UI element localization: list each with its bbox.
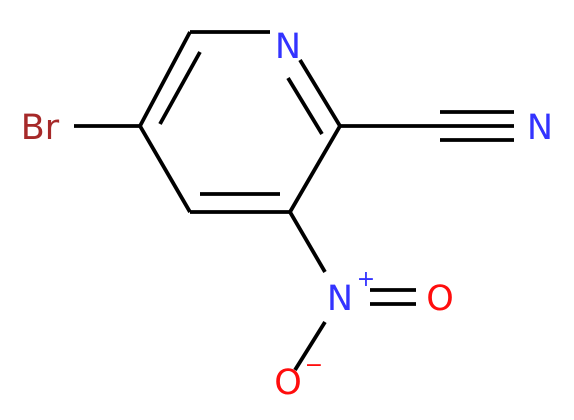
bromine-label: Br <box>21 108 60 148</box>
nitro-nitrogen-charge: + <box>357 267 375 292</box>
bond-c3-nno2 <box>288 211 327 273</box>
bond-n-o-single <box>293 320 327 372</box>
nitrile-nitrogen-label: N <box>527 108 553 148</box>
bonds <box>74 30 514 372</box>
bond-n1-c2 <box>298 59 342 127</box>
nitro-nitrogen-label: N <box>327 279 353 319</box>
nitro-oxygen-single-label: O <box>274 363 302 403</box>
bond-c5-c6 <box>138 31 192 127</box>
nitro-oxygen-single-charge: − <box>305 353 323 378</box>
ring-nitrogen-label: N <box>275 27 301 67</box>
bond-n1-c2-inner <box>286 77 324 135</box>
bond-c2-c3 <box>288 125 342 213</box>
bond-c4-c5 <box>138 125 192 213</box>
bond-c5-c6-inner <box>158 51 202 125</box>
nitro-oxygen-double-label: O <box>426 279 454 319</box>
